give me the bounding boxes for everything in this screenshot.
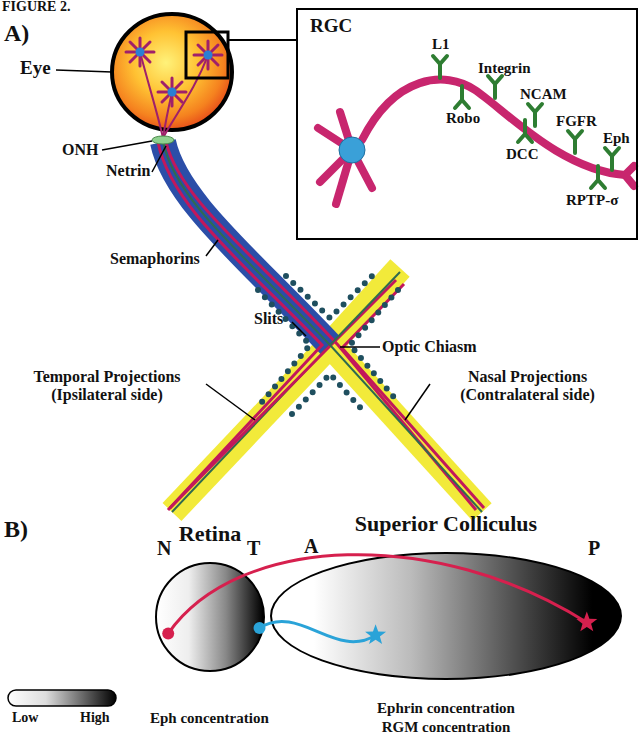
eye-illustration — [152, 136, 174, 144]
part-name: Nasal Projections (Contralateral side) — [420, 368, 635, 403]
part-name: ONH — [62, 141, 98, 159]
panel-letter: A) — [4, 20, 29, 46]
panel-letter: B) — [4, 516, 28, 542]
origin-dot — [254, 622, 266, 634]
legend-text: RGM concentration — [356, 719, 536, 736]
eye-illustration — [126, 38, 222, 106]
receptor-name: L1 — [432, 36, 450, 53]
receptor-symbol — [528, 104, 542, 126]
receptor-symbol — [488, 76, 502, 98]
eye-illustration — [204, 51, 213, 60]
leader-line — [206, 240, 218, 256]
eye-illustration — [136, 48, 145, 57]
node-title: RGC — [310, 16, 352, 37]
part-name: Netrin — [106, 162, 150, 180]
eye-illustration — [126, 38, 154, 66]
receptor-name: Eph — [603, 130, 630, 147]
eye-illustration — [228, 39, 296, 41]
legend-text: High — [80, 710, 110, 725]
optic-nerve — [163, 142, 482, 512]
eye-illustration — [112, 14, 296, 144]
slit-dots — [258, 290, 310, 402]
axon-fibers — [163, 142, 330, 512]
receptor-name: RPTP-σ — [566, 192, 618, 209]
projection-line — [168, 555, 587, 634]
node-heading: Retina — [179, 522, 241, 546]
part-name: Eye — [20, 58, 51, 79]
leader-line — [206, 384, 255, 420]
receptor-name: DCC — [506, 146, 539, 163]
optic-nerve — [163, 142, 330, 345]
legend-text: Eph concentration — [150, 710, 269, 727]
receptor-name: Robo — [446, 110, 480, 127]
axis-letter: N — [157, 537, 171, 559]
part-name: Slits — [254, 310, 283, 328]
colliculus-ellipse: Superior Colliculus — [270, 552, 622, 680]
receptor-symbol — [455, 86, 469, 108]
leader-line — [340, 346, 380, 348]
axis-letter: T — [247, 537, 260, 559]
gradient-bar — [8, 690, 116, 706]
eye-illustration — [194, 41, 222, 69]
slit-dots — [258, 276, 398, 414]
leader-line — [152, 146, 166, 172]
part-name: Temporal Projections (Ipsilateral side) — [2, 368, 212, 403]
receptor-name: Integrin — [478, 60, 531, 77]
slit-dots — [292, 374, 366, 414]
target-star — [576, 611, 597, 631]
legend-text: Low — [12, 710, 38, 725]
receptor-symbol — [605, 148, 619, 170]
eye-illustration — [140, 52, 163, 138]
projection-line — [260, 622, 376, 642]
leader-line — [405, 384, 430, 420]
rgc-neuron — [318, 80, 634, 204]
axis-letter: A — [304, 535, 318, 557]
retina-circle: Retina — [155, 562, 265, 672]
axis-letter: P — [588, 537, 600, 559]
rgc-neuron — [625, 166, 634, 186]
rgc-neuron — [339, 137, 365, 163]
leader-line — [102, 141, 152, 150]
axon-fibers — [330, 272, 482, 512]
axon-fibers — [158, 142, 484, 512]
part-name: Semaphorins — [110, 250, 200, 268]
node-heading: Superior Colliculus — [355, 512, 537, 536]
receptor-name: FGFR — [556, 113, 597, 130]
receptor-symbol — [433, 56, 619, 188]
legend-text: Ephrin concentration — [356, 700, 536, 717]
target-star — [365, 624, 386, 644]
eye-illustration — [168, 88, 177, 97]
leader-line — [56, 70, 430, 420]
leader-line — [292, 322, 306, 336]
figure-title: FIGURE 2. — [2, 0, 70, 15]
part-name: Optic Chiasm — [382, 338, 477, 356]
origin-dot — [162, 628, 174, 640]
eye-illustration — [186, 32, 228, 78]
axon-fibers — [170, 280, 396, 508]
rgc-neuron — [318, 80, 634, 204]
leader-line — [56, 70, 112, 72]
receptor-symbol — [591, 166, 605, 188]
receptor-symbol — [568, 131, 582, 153]
receptor-symbol — [433, 56, 447, 78]
slit-dots — [286, 276, 372, 318]
receptor-name: NCAM — [520, 86, 567, 103]
eye-illustration — [158, 78, 186, 106]
receptor-symbol — [518, 120, 532, 142]
eye-illustration — [112, 14, 232, 130]
